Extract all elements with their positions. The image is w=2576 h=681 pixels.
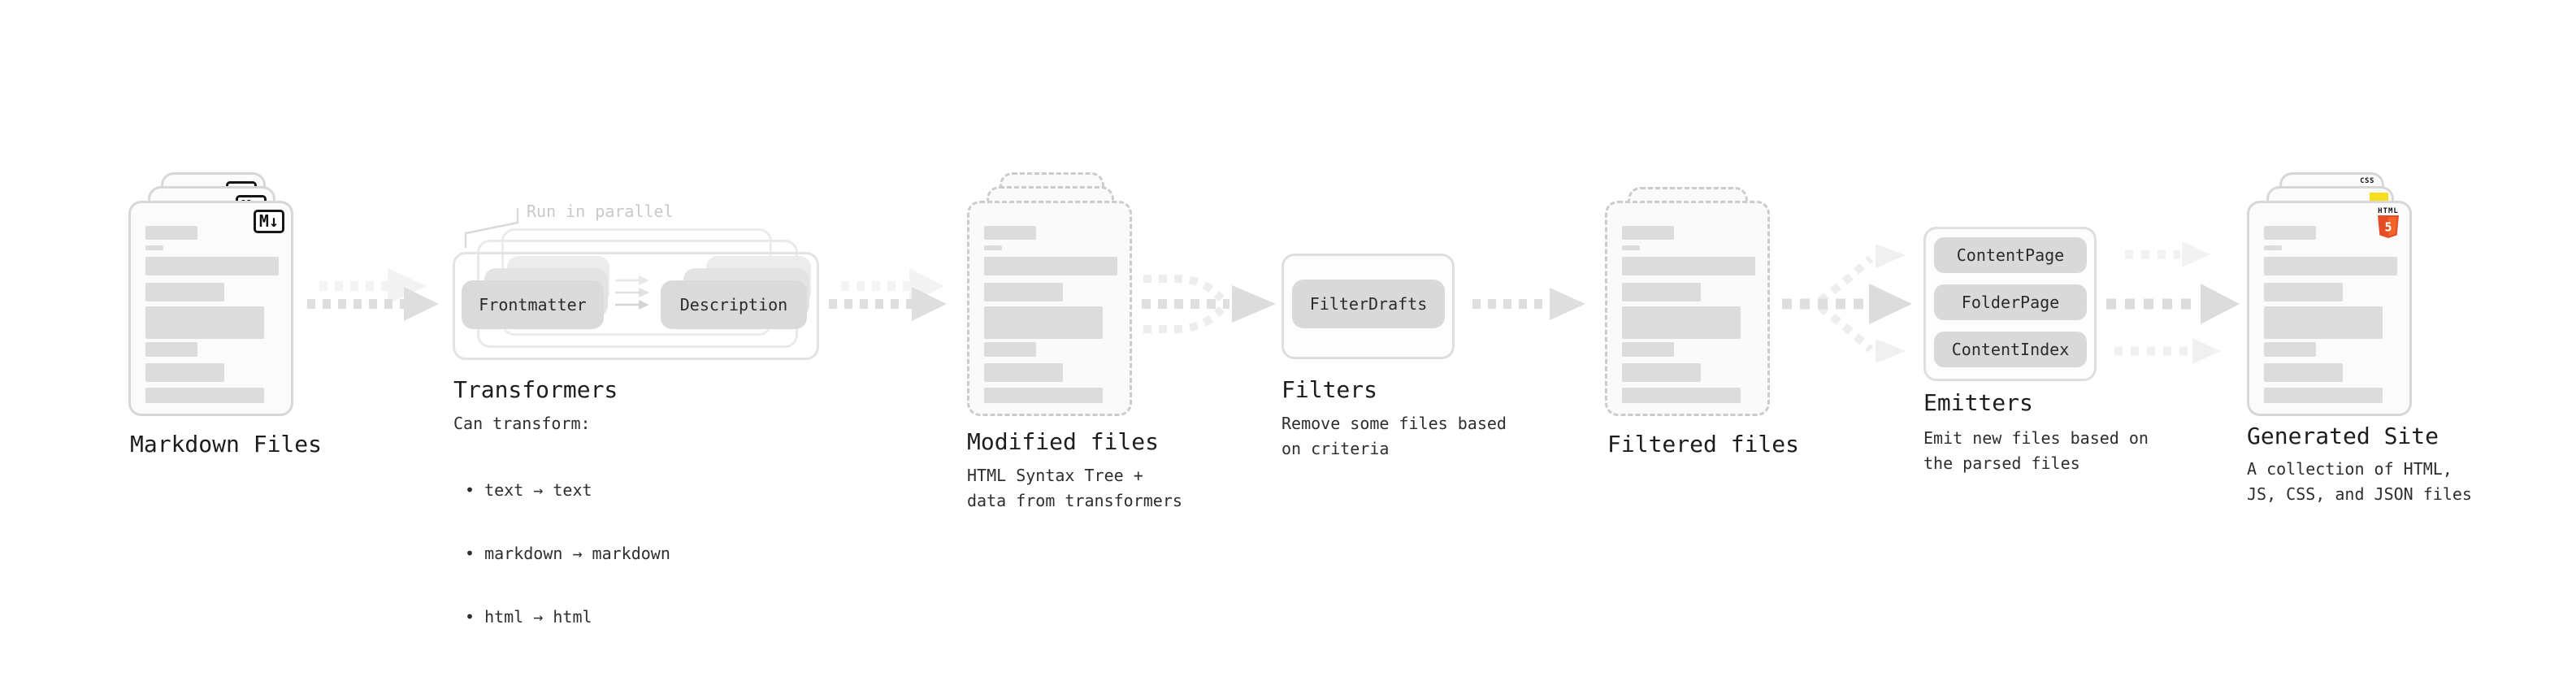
markdown-files-stack: M↓ M↓ M↓	[128, 172, 293, 416]
markdown-icon: M↓	[253, 210, 284, 233]
javascript-icon	[2370, 193, 2388, 202]
placeholder-bar	[145, 388, 264, 403]
placeholder-bar	[1622, 257, 1755, 275]
svg-text:5: 5	[2384, 220, 2392, 235]
placeholder-bar	[2264, 363, 2343, 382]
modified-files-description: HTML Syntax Tree +data from transformers	[967, 466, 1182, 510]
placeholder-bar	[145, 306, 264, 339]
placeholder-bar	[2264, 226, 2316, 240]
frontmatter-pill: Frontmatter	[462, 280, 604, 329]
modified-files-stack	[967, 172, 1132, 416]
arrow-modified-to-filters	[1142, 275, 1276, 333]
placeholder-bar	[2264, 245, 2282, 250]
placeholder-bar	[145, 283, 224, 301]
arrow-filtered-to-emitters	[1782, 244, 1912, 363]
placeholder-bar	[984, 283, 1063, 301]
markdown-files-label: Markdown Files	[130, 431, 323, 458]
modified-file-card-front	[967, 201, 1132, 416]
bullet-item: • text → text	[465, 480, 592, 500]
run-in-parallel-annotation: Run in parallel	[527, 202, 674, 221]
emitter-pill-contentindex: ContentIndex	[1934, 332, 2087, 367]
placeholder-bar	[984, 363, 1063, 382]
placeholder-bar	[1622, 306, 1741, 339]
arrow-markdown-to-transformers	[307, 268, 439, 321]
placeholder-bar	[1622, 283, 1701, 301]
placeholder-bar	[145, 363, 224, 382]
bullet-item: • markdown → markdown	[465, 544, 670, 563]
text-placeholder-bars	[2264, 226, 2397, 403]
placeholder-bar	[2264, 388, 2383, 403]
placeholder-bar	[145, 257, 279, 275]
filterdrafts-pill: FilterDrafts	[1292, 280, 1445, 328]
transformer-container-front	[453, 252, 819, 360]
placeholder-bar	[2264, 306, 2383, 339]
text-placeholder-bars	[145, 226, 279, 403]
filtered-files-label: Filtered files	[1607, 431, 1800, 458]
text-placeholder-bars	[984, 226, 1117, 403]
placeholder-bar	[984, 245, 1002, 250]
generated-site-description: A collection of HTML,JS, CSS, and JSON f…	[2247, 459, 2472, 504]
emitters-heading: Emitters	[1923, 389, 2033, 416]
markdown-file-card-front: M↓	[128, 201, 293, 416]
generated-site-label: Generated Site	[2247, 423, 2439, 449]
generated-html-file-card: HTML 5	[2247, 201, 2412, 416]
html5-icon: HTML 5	[2378, 207, 2399, 241]
placeholder-bar	[145, 342, 197, 357]
modified-files-label: Modified files	[967, 428, 1160, 455]
placeholder-bar	[2264, 257, 2397, 275]
transformers-heading: Transformers	[453, 376, 618, 403]
placeholder-bar	[2264, 342, 2316, 357]
placeholder-bar	[1622, 363, 1701, 382]
filtered-files-stack	[1605, 172, 1770, 416]
arrows-emitters-to-generated	[2106, 241, 2240, 364]
description-pill: Description	[661, 280, 807, 329]
placeholder-bar	[145, 245, 163, 250]
placeholder-bar	[1622, 226, 1674, 240]
transformers-bullet-list: • text → text • markdown → markdown • ht…	[465, 437, 670, 670]
placeholder-bar	[984, 226, 1036, 240]
arrow-filters-to-filtered	[1472, 288, 1585, 320]
emitter-pill-folderpage: FolderPage	[1934, 284, 2087, 320]
generated-site-stack: CSS HTML 5	[2247, 172, 2412, 416]
placeholder-bar	[984, 342, 1036, 357]
placeholder-bar	[1622, 342, 1674, 357]
placeholder-bar	[984, 388, 1103, 403]
filters-heading: Filters	[1281, 376, 1378, 403]
text-placeholder-bars	[1622, 226, 1755, 403]
arrow-transformers-to-modified	[829, 268, 947, 321]
filtered-file-card-front	[1605, 201, 1770, 416]
transformers-subheading: Can transform:	[453, 414, 591, 433]
bullet-item: • html → html	[465, 607, 592, 627]
placeholder-bar	[984, 306, 1103, 339]
placeholder-bar	[984, 257, 1117, 275]
placeholder-bar	[1622, 388, 1741, 403]
placeholder-bar	[1622, 245, 1640, 250]
placeholder-bar	[2264, 283, 2343, 301]
placeholder-bar	[145, 226, 197, 240]
emitter-pill-contentpage: ContentPage	[1934, 237, 2087, 273]
